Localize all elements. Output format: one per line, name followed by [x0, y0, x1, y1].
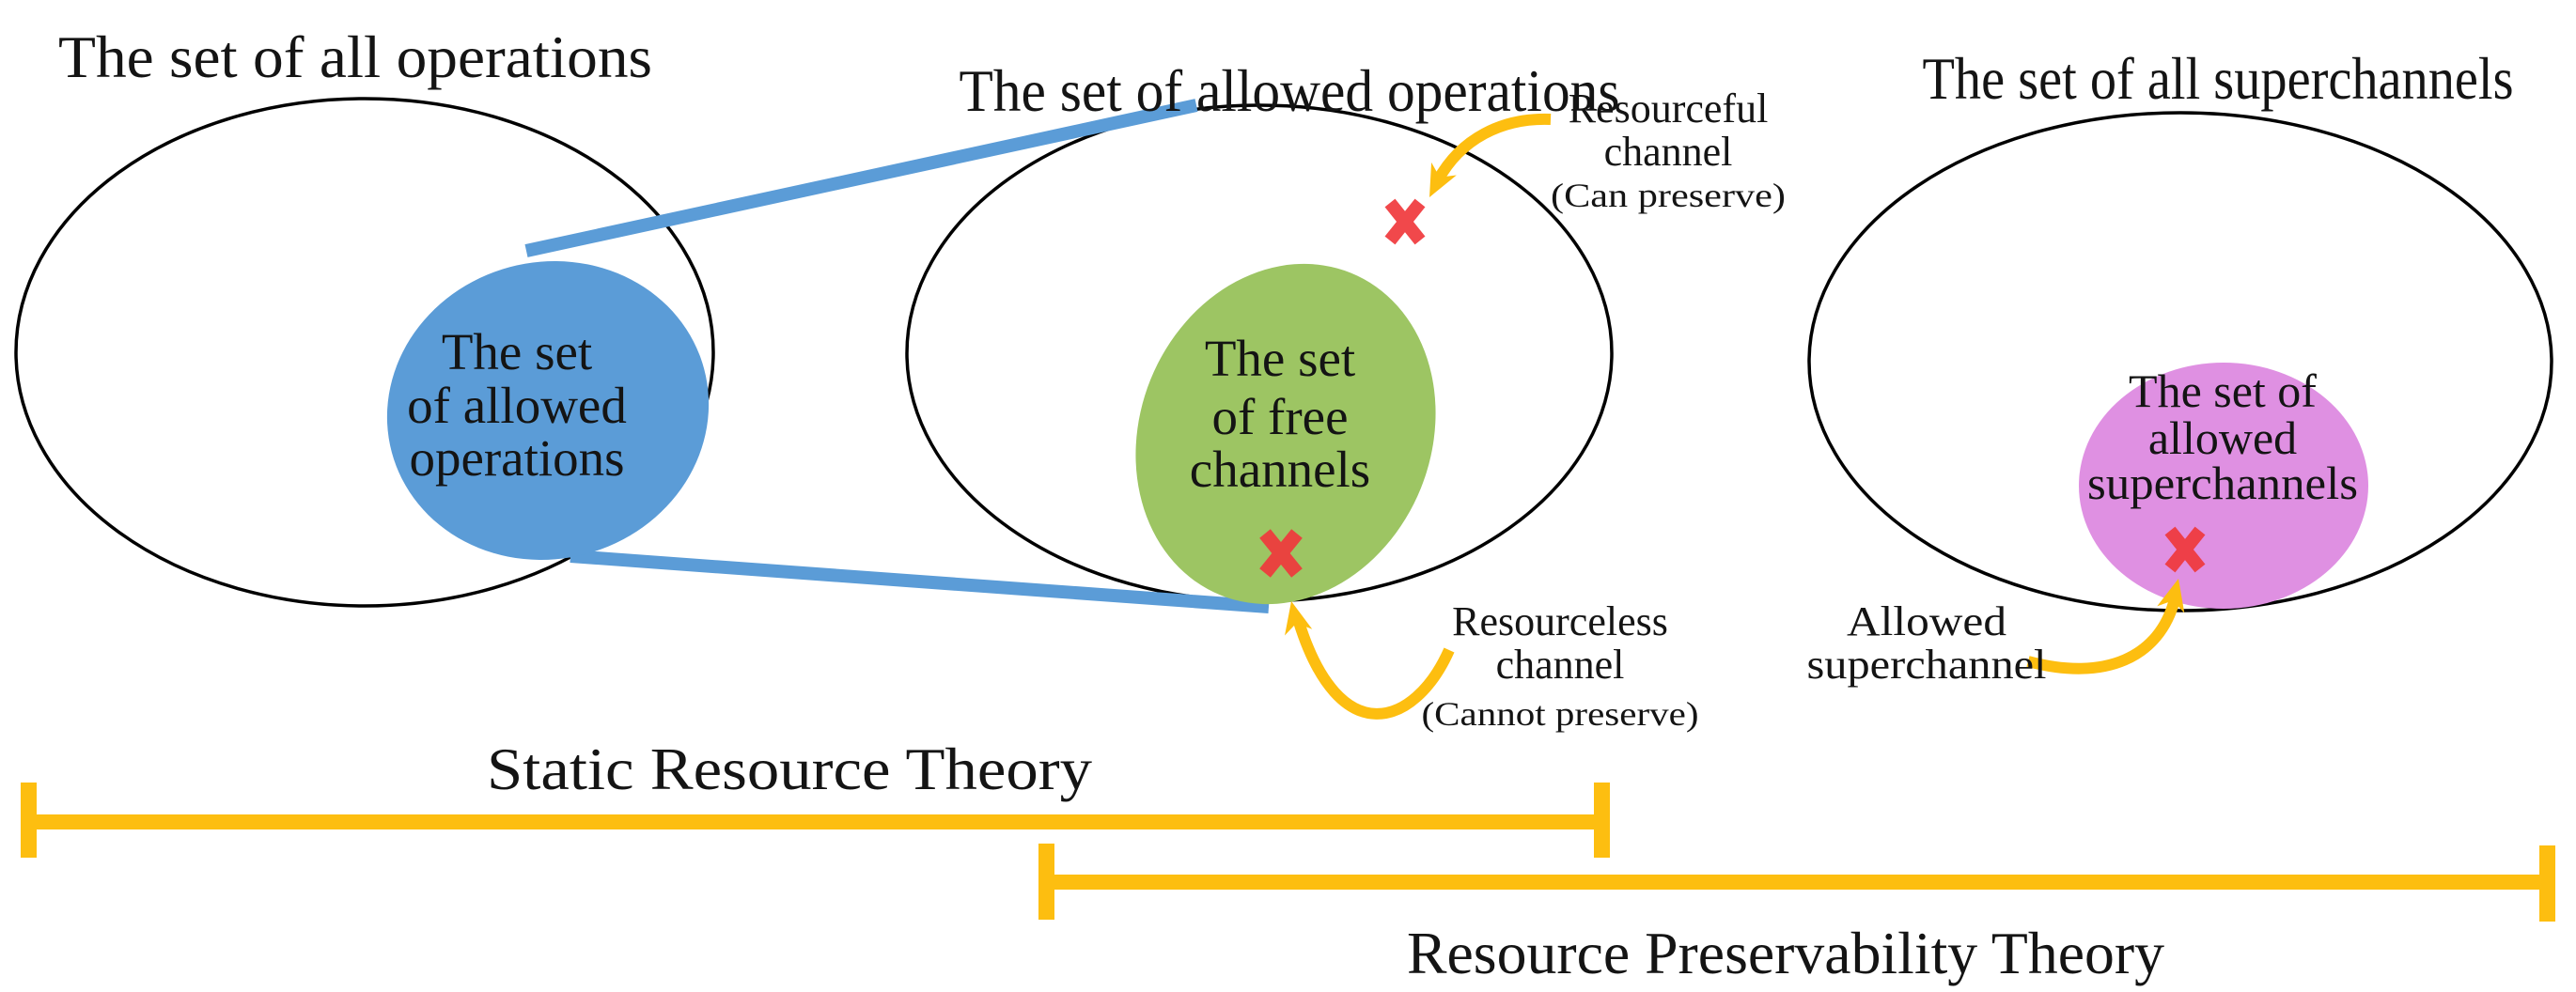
allowed-operations-label-line2: of allowed [407, 377, 627, 434]
zoom-connector-lines [524, 99, 1270, 613]
x-mark-icon-resourceful [1384, 198, 1426, 245]
allowed-superchannels-label-line1: The set of [2129, 364, 2317, 417]
all-operations-ellipse [14, 97, 715, 608]
resourceless-annotation-line2: channel [1496, 642, 1625, 688]
zoom-line-top [524, 99, 1198, 257]
allowed-superchannel-annotation-line2: superchannel [1807, 642, 2047, 688]
free-channels-blob [1135, 263, 1436, 605]
middle-title: The set of allowed operations [960, 57, 1620, 124]
resourceless-annotation-line1: Resourceless [1452, 598, 1668, 644]
right-title: The set of all superchannels [1923, 45, 2514, 112]
x-mark-icon-resourceless [1259, 529, 1303, 578]
free-channels-label-line3: channels [1190, 441, 1370, 498]
curved-arrow-icon-resourceful [1429, 113, 1552, 197]
curved-arrow-icon-resourceless [1285, 601, 1455, 720]
resourceful-annotation-line1: Resourceful [1569, 85, 1769, 132]
allowed-superchannels-label-line2: allowed [2148, 411, 2297, 464]
static-resource-theory-label: Static Resource Theory [487, 736, 1092, 802]
all-superchannels-ellipse [1807, 111, 2553, 612]
allowed-superchannel-annotation-line1: Allowed [1847, 598, 2006, 644]
allowed-operations-blob [386, 261, 710, 560]
free-channels-label-line1: The set [1205, 330, 1355, 387]
resource-preservability-theory-label: Resource Preservability Theory [1407, 920, 2164, 986]
curved-arrow-icon-allowed-superchannel [2026, 579, 2185, 674]
x-mark-icon-allowed-superchannel [2164, 526, 2206, 573]
resourceless-annotation-note: (Cannot preserve) [1422, 695, 1699, 733]
allowed-operations-label-line1: The set [442, 323, 592, 380]
free-channels-label-line2: of free [1211, 388, 1348, 445]
allowed-operations-label-line3: operations [409, 429, 624, 487]
zoom-line-bottom [570, 550, 1270, 613]
resourceful-annotation-line2: channel [1604, 129, 1733, 175]
allowed-superchannels-label-line3: superchannels [2087, 457, 2358, 509]
left-title: The set of all operations [58, 23, 652, 90]
static-resource-theory-bracket [21, 783, 1610, 858]
allowed-superchannels-blob [2079, 363, 2368, 609]
resourceful-annotation-note: (Can preserve) [1551, 177, 1786, 214]
resource-preservability-bracket [1038, 844, 2555, 922]
